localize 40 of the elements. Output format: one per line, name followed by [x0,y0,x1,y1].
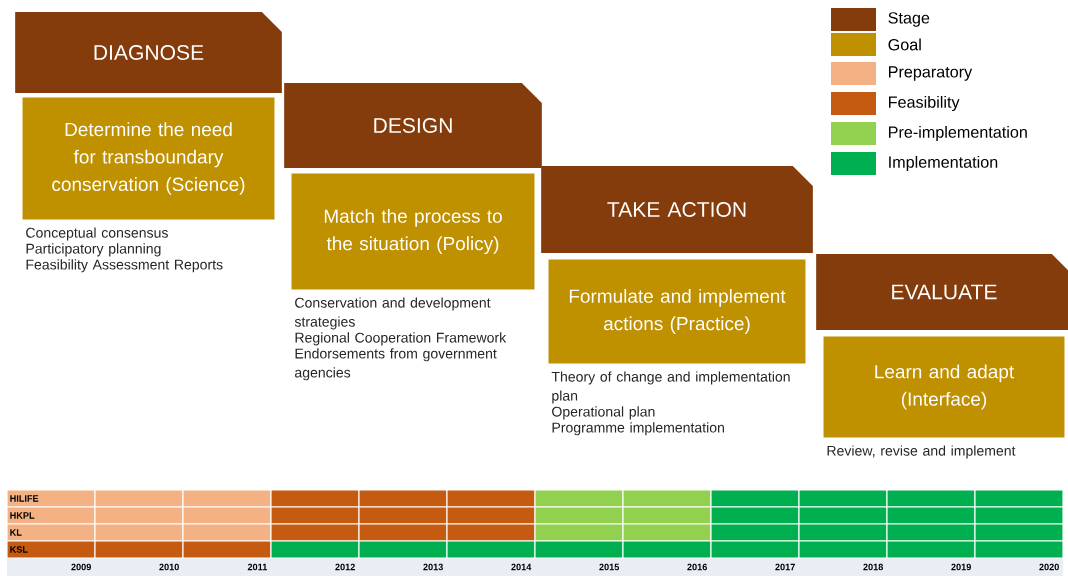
year-label: 2009 [71,563,91,571]
output-note: Participatory planning [26,243,161,257]
stage-box: EVALUATE [816,254,1068,330]
goal-box: Learn and adapt (Interface) [822,335,1066,439]
year-label: 2019 [951,563,971,571]
year-label: 2011 [247,563,268,571]
output-note: Theory of change and implementation plan [551,371,790,404]
output-note: Feasibility Assessment Reports [26,259,223,273]
output-note: Programme implementation [552,422,724,436]
legend-label: Implementation [889,155,998,172]
year-label: 2016 [687,563,707,571]
row-label: KSL [10,546,28,553]
year-label: 2012 [335,563,355,571]
year-label: 2015 [599,563,620,571]
output-note: Regional Cooperation Framework [295,332,507,346]
goal-box: Formulate and implement actions (Practice) [547,258,807,365]
output-note: Conservation and development strategies [294,297,491,330]
stage-box: DESIGN [284,83,542,168]
legend-label: Stage [888,12,930,27]
row-label: HILIFE [10,495,39,502]
row-label: KL [10,529,22,536]
year-label: 2010 [159,563,179,571]
year-label: 2017 [775,563,795,571]
legend-label: Preparatory [889,66,973,81]
legend-label: Pre-implementation [889,125,1027,142]
year-label: 2018 [863,563,884,571]
stage-box: DIAGNOSE [15,12,282,93]
legend-label: Goal [888,38,921,51]
legend-label: Feasibility [889,95,960,112]
goal-box: Match the process to the situation (Policy) [290,172,536,291]
year-label: 2020 [1039,563,1059,571]
output-note: Operational plan [552,406,655,420]
year-label: 2013 [423,563,443,571]
goal-box: Determine the need for transboundary conservation (Science) [21,96,276,221]
output-note: Endorsements from government agencies [295,348,497,381]
stage-box: TAKE ACTION [541,166,813,253]
output-note: Review, revise and implement [827,445,1016,459]
row-label: HKPL [10,512,35,519]
year-label: 2014 [511,563,532,571]
output-note: Conceptual consensus [26,227,168,241]
